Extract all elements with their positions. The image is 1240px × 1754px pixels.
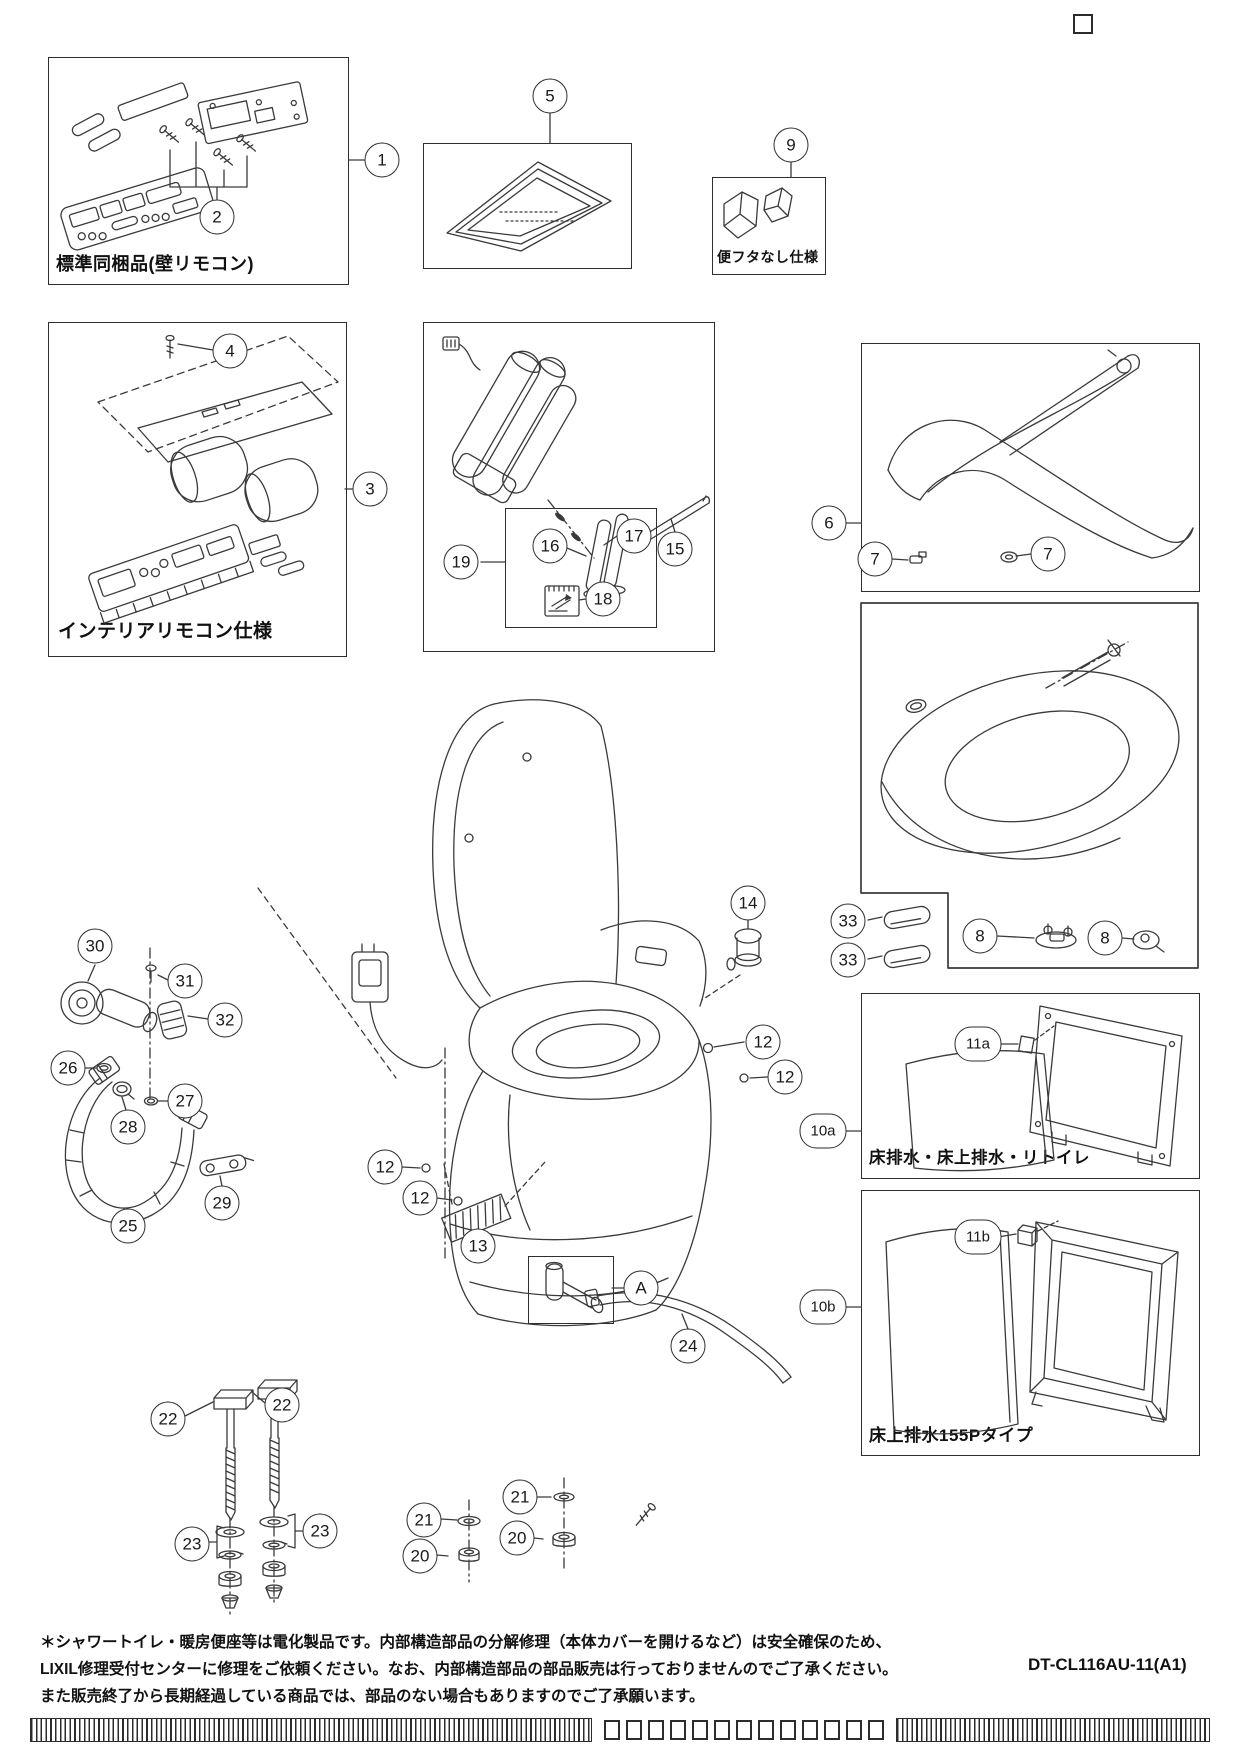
callout-32: 32 bbox=[207, 1002, 243, 1038]
caption-interior-remote: インテリアリモコン仕様 bbox=[58, 621, 273, 642]
p155-parts-drawing bbox=[885, 1221, 1179, 1435]
callout-33: 33 bbox=[830, 903, 866, 939]
callout-12: 12 bbox=[767, 1059, 803, 1095]
callout-19: 19 bbox=[443, 544, 479, 580]
callout-6: 6 bbox=[811, 505, 847, 541]
callout-20: 20 bbox=[402, 1538, 438, 1574]
callout-3: 3 bbox=[352, 471, 388, 507]
callout-33: 33 bbox=[830, 942, 866, 978]
callout-14: 14 bbox=[730, 885, 766, 921]
nozzle-sub-box bbox=[505, 508, 657, 628]
calibration-strip-left bbox=[30, 1718, 592, 1742]
seat-ring-box-outline bbox=[860, 602, 1199, 969]
corner-mark bbox=[1073, 14, 1093, 34]
section-box-base-plate bbox=[423, 143, 632, 269]
callout-7: 7 bbox=[1030, 536, 1066, 572]
footer-note-line2: LIXIL修理受付センターに修理をご依頼ください。なお、内部構造部品の部品販売は… bbox=[40, 1661, 898, 1678]
callout-21: 21 bbox=[406, 1502, 442, 1538]
section-box-lid bbox=[861, 343, 1200, 592]
callout-8: 8 bbox=[1087, 920, 1123, 956]
callout-29: 29 bbox=[204, 1185, 240, 1221]
callout-10b: 10b bbox=[799, 1289, 847, 1325]
document-code: DT-CL116AU-11(A1) bbox=[1028, 1655, 1187, 1674]
caption-floor-drain: 床排水・床上排水・リトイレ bbox=[869, 1149, 1090, 1167]
callout-13: 13 bbox=[460, 1228, 496, 1264]
callout-1: 1 bbox=[364, 142, 400, 178]
section-box-no-lid bbox=[712, 177, 826, 275]
callout-12: 12 bbox=[402, 1180, 438, 1216]
callout-11a: 11a bbox=[954, 1026, 1002, 1062]
mounting-hardware-drawing bbox=[213, 1379, 656, 1609]
calibration-strip-middle bbox=[598, 1718, 890, 1742]
section-box-standard-included bbox=[48, 57, 349, 285]
callout-31: 31 bbox=[167, 963, 203, 999]
callout-21: 21 bbox=[502, 1479, 538, 1515]
no-lid-parts-drawing bbox=[723, 187, 793, 239]
floor-drain-parts-drawing bbox=[905, 1005, 1183, 1172]
caption-no-lid: 便フタなし仕様 bbox=[717, 249, 819, 265]
seat-ring-drawing bbox=[880, 639, 1180, 969]
callout-22: 22 bbox=[150, 1401, 186, 1437]
section-box-floor-drain bbox=[861, 993, 1200, 1179]
callout-12: 12 bbox=[745, 1024, 781, 1060]
callout-24: 24 bbox=[670, 1328, 706, 1364]
callout-25: 25 bbox=[110, 1208, 146, 1244]
callout-9: 9 bbox=[773, 127, 809, 163]
callout-8: 8 bbox=[962, 918, 998, 954]
footer-note-line3: また販売終了から長期経過している商品では、部品のない場合もありますのでご了承願い… bbox=[40, 1688, 705, 1705]
caption-155p: 床上排水155Pタイプ bbox=[869, 1426, 1034, 1445]
callout-5: 5 bbox=[532, 78, 568, 114]
calibration-strip-right bbox=[896, 1718, 1210, 1742]
base-plate-drawing bbox=[446, 161, 612, 252]
callout-4: 4 bbox=[212, 333, 248, 369]
callout-7: 7 bbox=[857, 541, 893, 577]
section-box-155p bbox=[861, 1190, 1200, 1456]
section-box-valve-unit bbox=[423, 322, 715, 652]
callout-A: A bbox=[623, 1270, 659, 1306]
interior-remote-drawing bbox=[88, 334, 339, 624]
callout-22: 22 bbox=[264, 1387, 300, 1423]
toilet-main-drawing bbox=[351, 699, 792, 1384]
callout-2: 2 bbox=[199, 199, 235, 235]
callout-28: 28 bbox=[110, 1109, 146, 1145]
callout-20: 20 bbox=[499, 1520, 535, 1556]
callout-17: 17 bbox=[616, 518, 652, 554]
footer-note-line1: ＊シャワートイレ・暖房便座等は電化製品です。内部構造部品の分解修理（本体カバーを… bbox=[40, 1634, 891, 1651]
caption-standard-included: 標準同梱品(壁リモコン) bbox=[56, 254, 254, 274]
callout-10a: 10a bbox=[799, 1113, 847, 1149]
valve-unit-drawing bbox=[442, 336, 711, 617]
callout-15: 15 bbox=[657, 531, 693, 567]
callout-23: 23 bbox=[302, 1513, 338, 1549]
callout-16: 16 bbox=[532, 528, 568, 564]
callout-11b: 11b bbox=[954, 1219, 1002, 1255]
toilet-lid-drawing bbox=[887, 349, 1194, 564]
callout-18: 18 bbox=[585, 581, 621, 617]
leader-lines bbox=[84, 112, 1135, 1559]
callout-12: 12 bbox=[367, 1149, 403, 1185]
elbow-sub-box bbox=[528, 1256, 614, 1324]
callout-23: 23 bbox=[174, 1526, 210, 1562]
callout-30: 30 bbox=[77, 928, 113, 964]
callout-26: 26 bbox=[50, 1050, 86, 1086]
wall-remote-kit-drawing bbox=[60, 81, 309, 251]
callout-27: 27 bbox=[167, 1083, 203, 1119]
